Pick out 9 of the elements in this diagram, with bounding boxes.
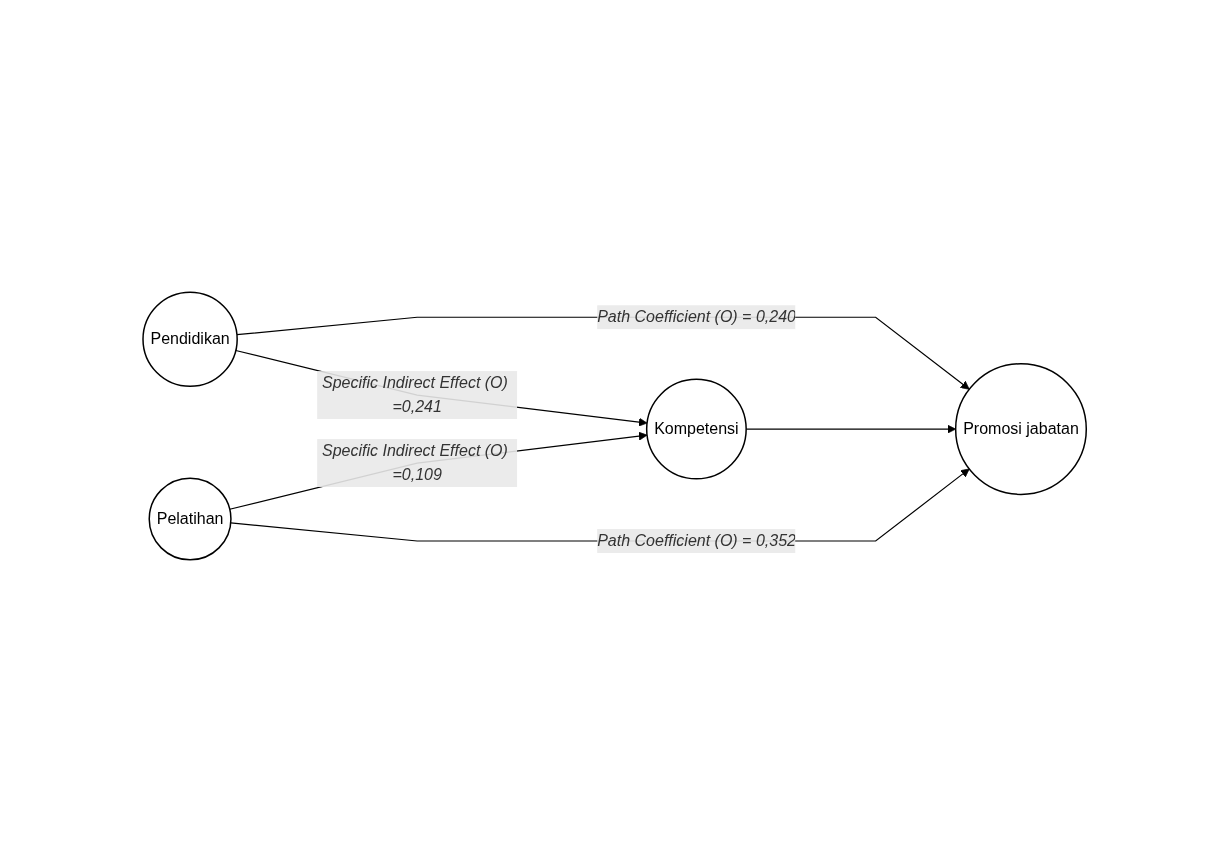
arrow bbox=[235, 349, 648, 426]
edge-label: Specific Indirect Effect (O) =0,241 bbox=[322, 373, 509, 415]
node-circle: Promosi jabatan bbox=[955, 362, 1088, 495]
node-circle: Pendidikan bbox=[142, 290, 239, 387]
edge-label: Specific Indirect Effect (O) =0,109 bbox=[322, 441, 509, 483]
node-circle: Kompetensi bbox=[646, 378, 748, 480]
edge-label: Path Coefficient (O) = 0,352 bbox=[597, 531, 797, 549]
edge-label: Path Coefficient (O) = 0,240 bbox=[597, 307, 797, 325]
node-circle: Pelatihan bbox=[148, 476, 233, 561]
